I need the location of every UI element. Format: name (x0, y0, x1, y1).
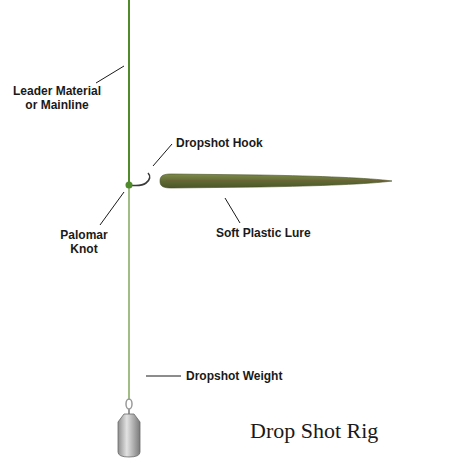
palomar-knot (126, 182, 133, 189)
soft-plastic-worm (160, 174, 392, 188)
swivel-shank (128, 409, 130, 414)
leader-line (153, 144, 172, 166)
dropshot-weight (118, 414, 140, 457)
mainline (128, 0, 130, 185)
leader-line (146, 376, 181, 377)
part-label: Palomar Knot (52, 228, 116, 256)
part-label: Dropshot Weight (186, 369, 282, 383)
part-label: Soft Plastic Lure (216, 226, 311, 240)
worm-stripe (166, 181, 388, 182)
leader-line (225, 198, 240, 223)
leader-line (96, 66, 124, 83)
leader-line (100, 192, 124, 225)
leader-line (128, 185, 129, 400)
caption: Drop Shot Rig (250, 418, 378, 444)
part-label: Leader Material or Mainline (12, 84, 102, 112)
swivel (126, 399, 132, 409)
part-label: Dropshot Hook (176, 136, 263, 150)
